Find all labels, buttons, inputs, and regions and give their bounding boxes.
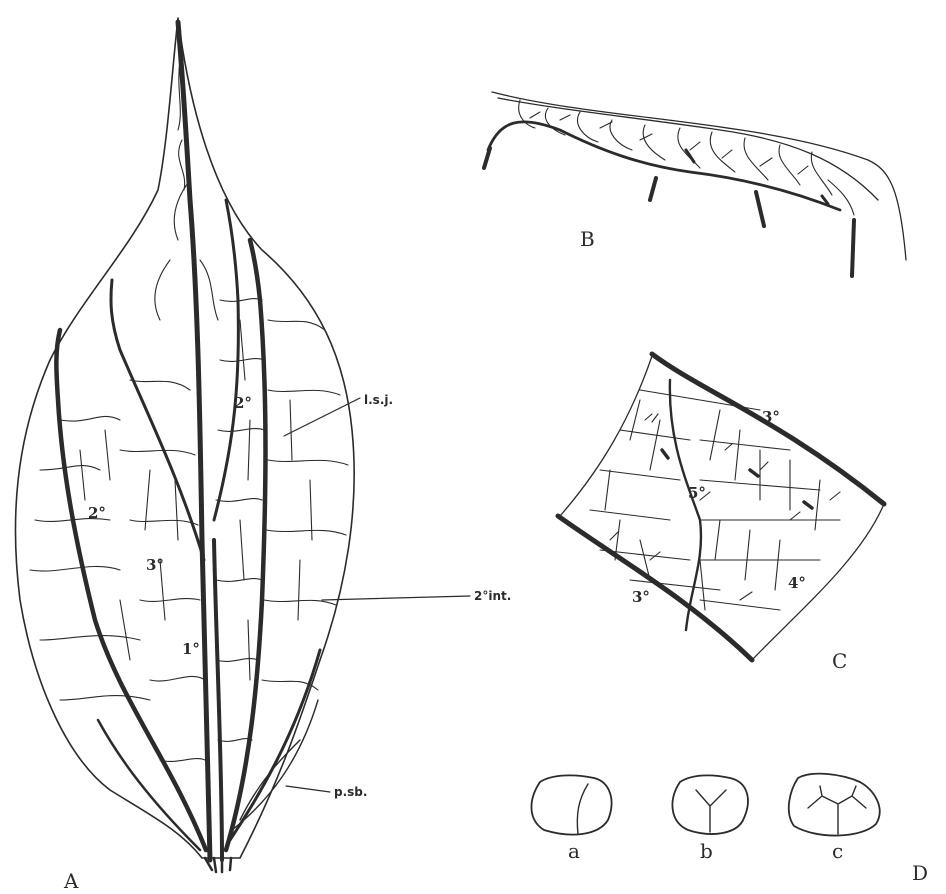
panel-label-c: C [832, 649, 847, 673]
label-c-4: 4° [788, 574, 806, 592]
areole-a [531, 775, 611, 834]
areole-detail [558, 354, 884, 660]
panel-label-a: A [63, 869, 79, 893]
areole-b [672, 775, 747, 834]
label-lsj: l.s.j. [364, 393, 393, 407]
panel-label-d: D [912, 861, 928, 885]
secondary-vein-right [226, 240, 266, 850]
label-2-upper: 2° [234, 394, 252, 412]
leaf-drawing [15, 18, 470, 872]
label-psb: p.sb. [334, 785, 367, 799]
areole-label-a: a [568, 839, 580, 863]
areole-c [789, 774, 880, 836]
margin-detail [484, 92, 906, 276]
label-c-5: 5° [688, 484, 706, 502]
label-2int: 2°int. [474, 589, 511, 603]
areole-label-b: b [700, 839, 713, 863]
label-3: 3° [146, 556, 164, 574]
label-1: 1° [182, 640, 200, 658]
label-2-left: 2° [88, 504, 106, 522]
label-c-3-bottom: 3° [632, 588, 650, 606]
label-c-3-top: 3° [762, 408, 780, 426]
panel-label-b: B [580, 227, 595, 251]
areole-label-c: c [832, 839, 843, 863]
